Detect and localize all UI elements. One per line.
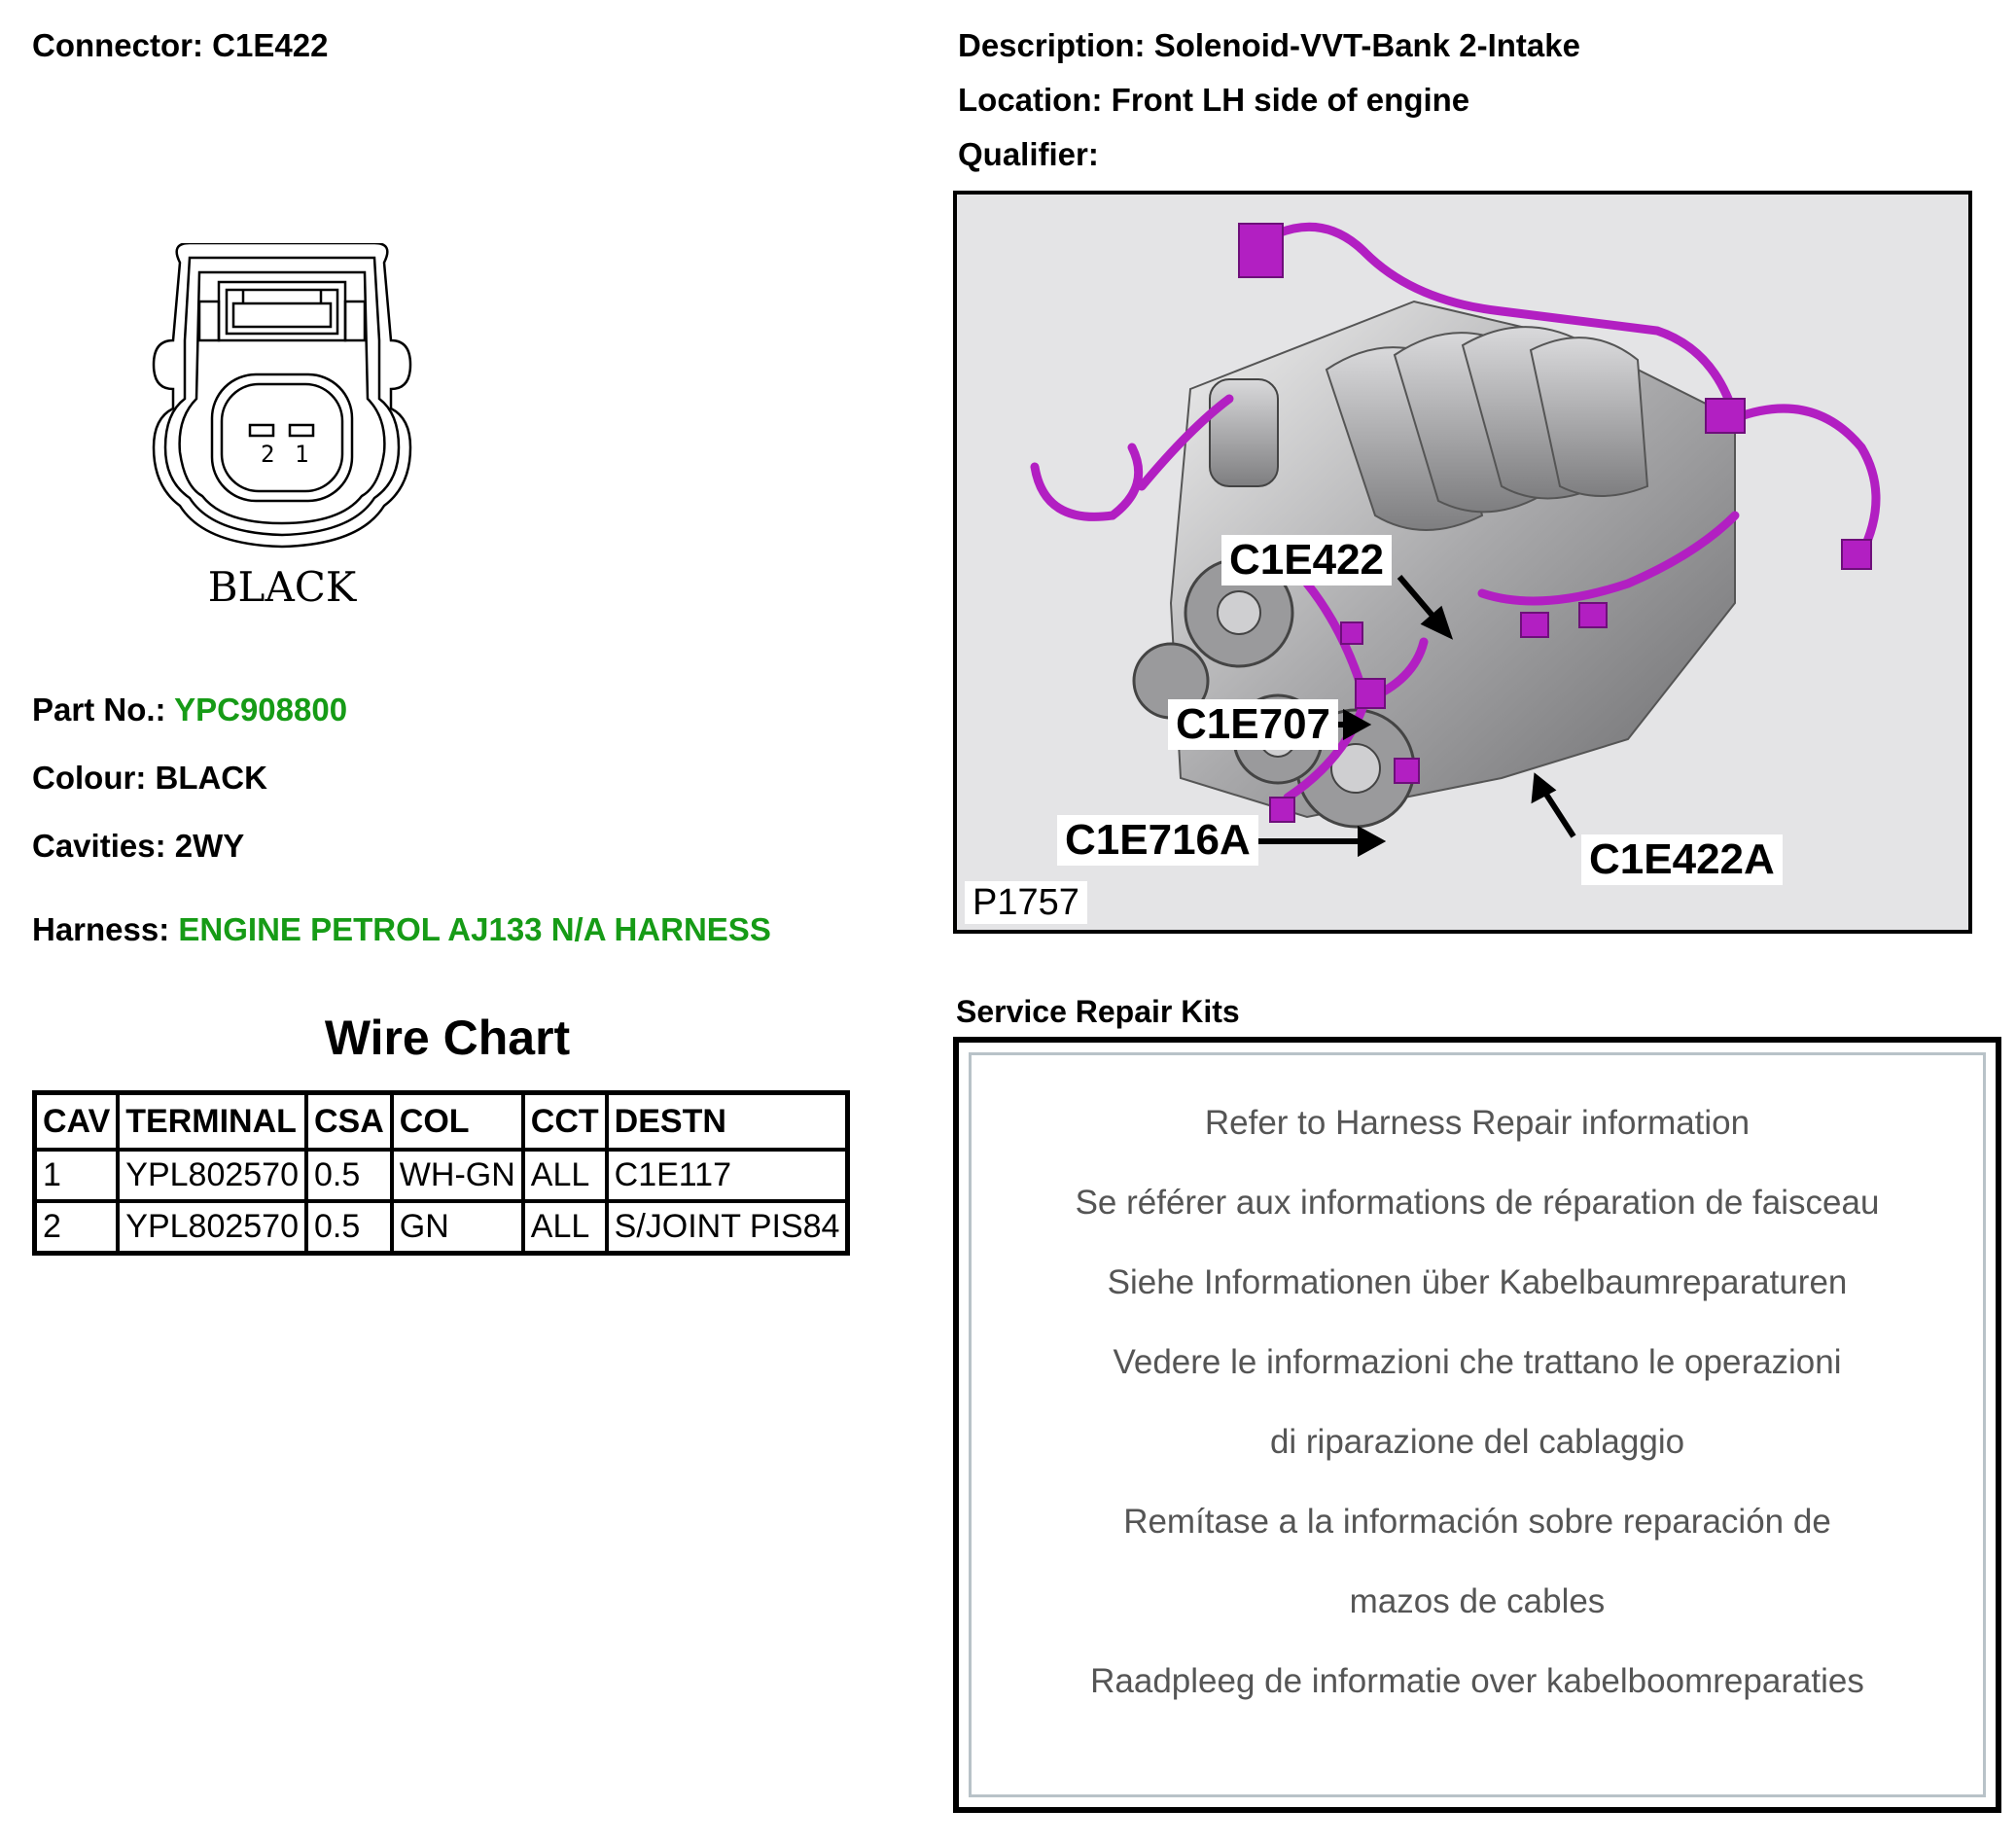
header-cct: CCT	[520, 1090, 609, 1152]
cell-terminal: YPL802570	[116, 1148, 308, 1203]
kit-line-fr: Se référer aux informations de réparatio…	[1075, 1184, 1880, 1222]
description-label: Description:	[958, 27, 1146, 63]
engine-illustration	[1030, 222, 1881, 858]
connector-face-diagram: 2 1 BLACK	[152, 243, 412, 611]
callout-c1e716a: C1E716A	[1057, 815, 1258, 866]
cell-cct: ALL	[520, 1148, 609, 1203]
harness-label: Harness:	[32, 911, 170, 947]
cell-csa: 0.5	[304, 1199, 394, 1256]
colour-label: Colour:	[32, 760, 147, 796]
cavities-label: Cavities:	[32, 828, 166, 864]
engine-location-figure: C1E422 C1E707 C1E716A C1E422A P1757	[953, 191, 1972, 934]
kit-line-it-2: di riparazione del cablaggio	[1269, 1423, 1685, 1461]
part-number-link[interactable]: YPC908800	[174, 692, 348, 727]
colour-value: BLACK	[155, 760, 267, 796]
kit-line-de: Siehe Informationen über Kabelbaumrepara…	[1107, 1263, 1848, 1301]
cell-cav: 1	[32, 1148, 121, 1203]
pin-label-2: 2	[261, 441, 274, 468]
connector-label: Connector:	[32, 27, 203, 63]
kit-line-it-1: Vedere le informazioni che trattano le o…	[1113, 1343, 1842, 1381]
cavities-line: Cavities: 2WY	[32, 828, 244, 865]
kit-line-es-1: Remítase a la información sobre reparaci…	[1123, 1503, 1831, 1541]
table-row: 1 YPL802570 0.5 WH-GN ALL C1E117	[32, 1148, 850, 1203]
cell-cav: 2	[32, 1199, 121, 1256]
callout-c1e707: C1E707	[1168, 699, 1339, 750]
qualifier-label: Qualifier:	[958, 136, 1099, 172]
description-line: Description: Solenoid-VVT-Bank 2-Intake	[958, 27, 1580, 64]
service-repair-kits-box: Refer to Harness Repair information Se r…	[953, 1037, 2001, 1813]
header-cav: CAV	[32, 1090, 121, 1152]
cell-cct: ALL	[520, 1199, 609, 1256]
cell-col: GN	[389, 1199, 525, 1256]
cavities-value: 2WY	[174, 828, 245, 864]
location-line: Location: Front LH side of engine	[958, 82, 1469, 119]
header-destn: DESTN	[604, 1090, 850, 1152]
callout-c1e422a: C1E422A	[1581, 834, 1783, 885]
location-label: Location:	[958, 82, 1103, 118]
kit-line-nl: Raadpleeg de informatie over kabelboomre…	[1090, 1662, 1864, 1700]
kit-line-en: Refer to Harness Repair information	[1204, 1104, 1751, 1142]
kit-line-es-2: mazos de cables	[1349, 1582, 1606, 1620]
header-terminal: TERMINAL	[116, 1090, 308, 1152]
cell-col: WH-GN	[389, 1148, 525, 1203]
cell-destn: S/JOINT PIS84	[604, 1199, 850, 1256]
table-row: 2 YPL802570 0.5 GN ALL S/JOINT PIS84	[32, 1199, 850, 1256]
location-value: Front LH side of engine	[1111, 82, 1470, 118]
cell-terminal: YPL802570	[116, 1199, 308, 1256]
wire-chart-table: CAV TERMINAL CSA COL CCT DESTN 1 YPL8025…	[32, 1090, 851, 1256]
harness-line: Harness: ENGINE PETROL AJ133 N/A HARNESS	[32, 911, 771, 948]
wire-chart-title: Wire Chart	[324, 1011, 571, 1065]
connector-colour-caption: BLACK	[208, 563, 358, 611]
description-value: Solenoid-VVT-Bank 2-Intake	[1153, 27, 1580, 63]
harness-link[interactable]: ENGINE PETROL AJ133 N/A HARNESS	[178, 911, 771, 947]
service-repair-kits-title: Service Repair Kits	[956, 994, 1240, 1029]
connector-heading: Connector: C1E422	[32, 27, 328, 64]
cell-csa: 0.5	[304, 1148, 394, 1203]
table-header-row: CAV TERMINAL CSA COL CCT DESTN	[32, 1090, 850, 1152]
colour-line: Colour: BLACK	[32, 760, 267, 797]
service-repair-kits-panel: Refer to Harness Repair information Se r…	[969, 1052, 1986, 1797]
connector-id: C1E422	[212, 27, 329, 63]
header-csa: CSA	[304, 1090, 394, 1152]
part-number-line: Part No.: YPC908800	[32, 692, 347, 728]
callout-c1e422: C1E422	[1221, 535, 1393, 585]
figure-id-label: P1757	[965, 881, 1087, 924]
cell-destn: C1E117	[604, 1148, 850, 1203]
pin-label-1: 1	[295, 441, 308, 468]
part-number-label: Part No.:	[32, 692, 166, 727]
header-col: COL	[389, 1090, 525, 1152]
